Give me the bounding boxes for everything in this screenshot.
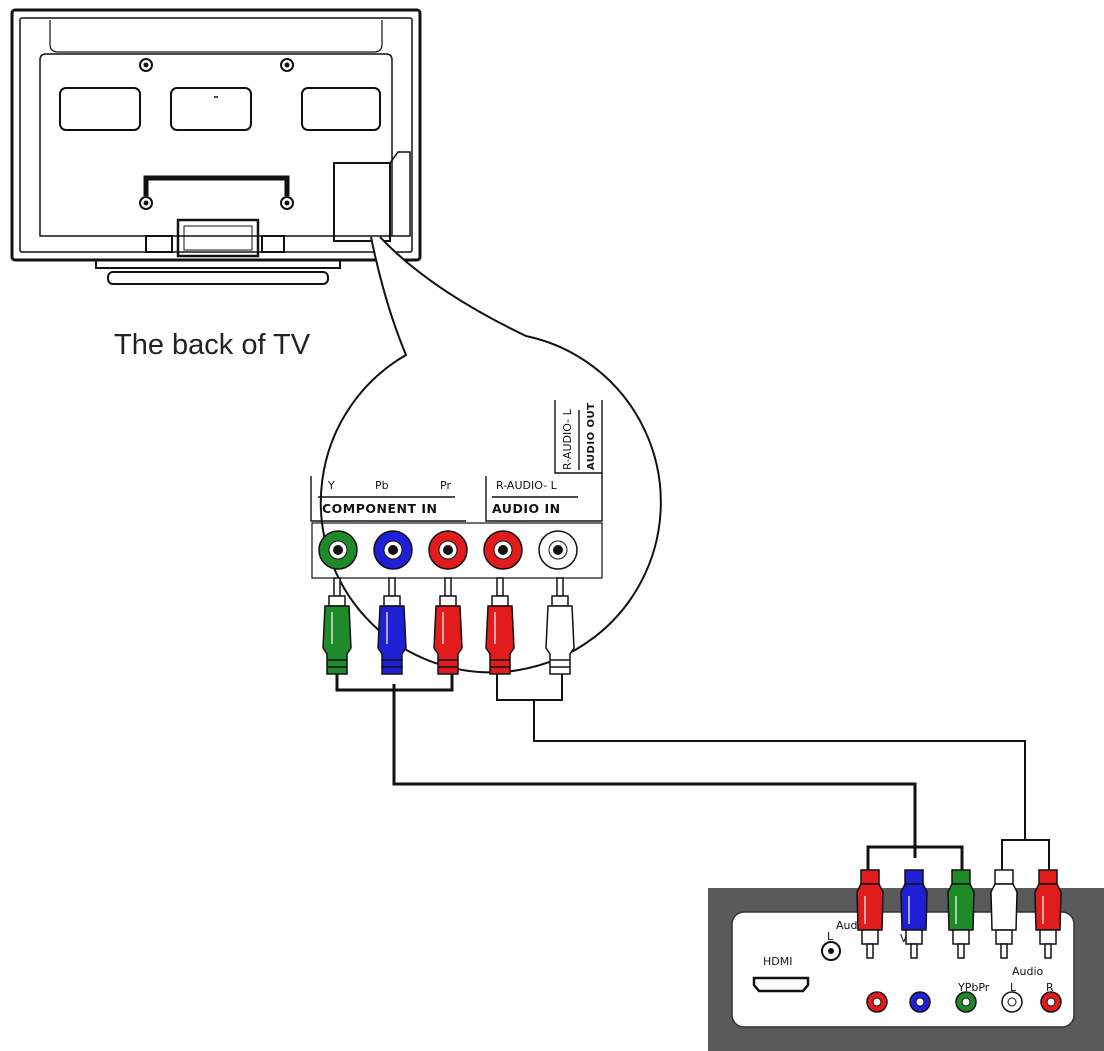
label-audio-out-channels: R-AUDIO- L <box>561 408 574 470</box>
label-component-in: COMPONENT IN <box>322 501 437 516</box>
cables <box>335 672 964 872</box>
device-plug-green-2 <box>947 869 975 959</box>
label-audio-in: AUDIO IN <box>492 501 561 516</box>
tv-jack-green-0 <box>318 530 358 570</box>
audio-cables <box>496 666 1050 870</box>
tv-jack-red-2 <box>428 530 468 570</box>
audio-r-label: R <box>1046 981 1054 994</box>
tv-jack-red-3 <box>483 530 523 570</box>
audio-cable-split <box>1001 839 1050 870</box>
video-label: V <box>900 932 908 945</box>
tv-back-caption: The back of TV <box>114 329 311 361</box>
device-jack-blue-1 <box>909 991 931 1013</box>
tv-plugs <box>322 577 575 675</box>
tv-plug-red-3 <box>485 577 515 675</box>
tv-plug-green-0 <box>322 577 352 675</box>
tv-jack-blue-1 <box>373 530 413 570</box>
device-plugs <box>856 869 1062 959</box>
hdmi-port <box>752 976 810 993</box>
device-plug-blue-1 <box>900 869 928 959</box>
hdmi-label: HDMI <box>763 955 792 968</box>
audio-top-label: Aud <box>836 919 857 932</box>
tv-back <box>10 8 422 285</box>
label-pr: Pr <box>440 479 451 492</box>
audio-cable-join <box>496 666 563 701</box>
device-jack-red-4 <box>1040 991 1062 1013</box>
label-pb: Pb <box>375 479 389 492</box>
component-cable-split <box>866 845 964 872</box>
audio-cable <box>533 700 1026 840</box>
device-plug-red-0 <box>856 869 884 959</box>
device-jack-red-0 <box>866 991 888 1013</box>
device-plug-red-4 <box>1034 869 1062 959</box>
label-audio-in-channels: R-AUDIO- L <box>496 479 558 492</box>
component-cable <box>392 684 917 858</box>
device-jacks <box>866 991 1062 1013</box>
label-audio-out: AUDIO OUT <box>586 403 597 471</box>
device-jack-white-3 <box>1001 991 1023 1013</box>
tv-jack-white-4 <box>538 530 578 570</box>
audio-top-l-label: L <box>827 930 834 943</box>
label-y: Y <box>327 479 335 492</box>
tv-jacks <box>318 530 578 570</box>
tv-plug-blue-1 <box>377 577 407 675</box>
audio-l-label: L <box>1010 981 1017 994</box>
panel-labels <box>310 400 603 579</box>
audio-label: Audio <box>1012 965 1044 978</box>
ypbpr-label: YPbPr <box>957 981 990 994</box>
device-jack-green-2 <box>955 991 977 1013</box>
tv-plug-red-2 <box>433 577 463 675</box>
tv-plug-white-4 <box>545 577 575 675</box>
device-plug-white-3 <box>990 869 1018 959</box>
